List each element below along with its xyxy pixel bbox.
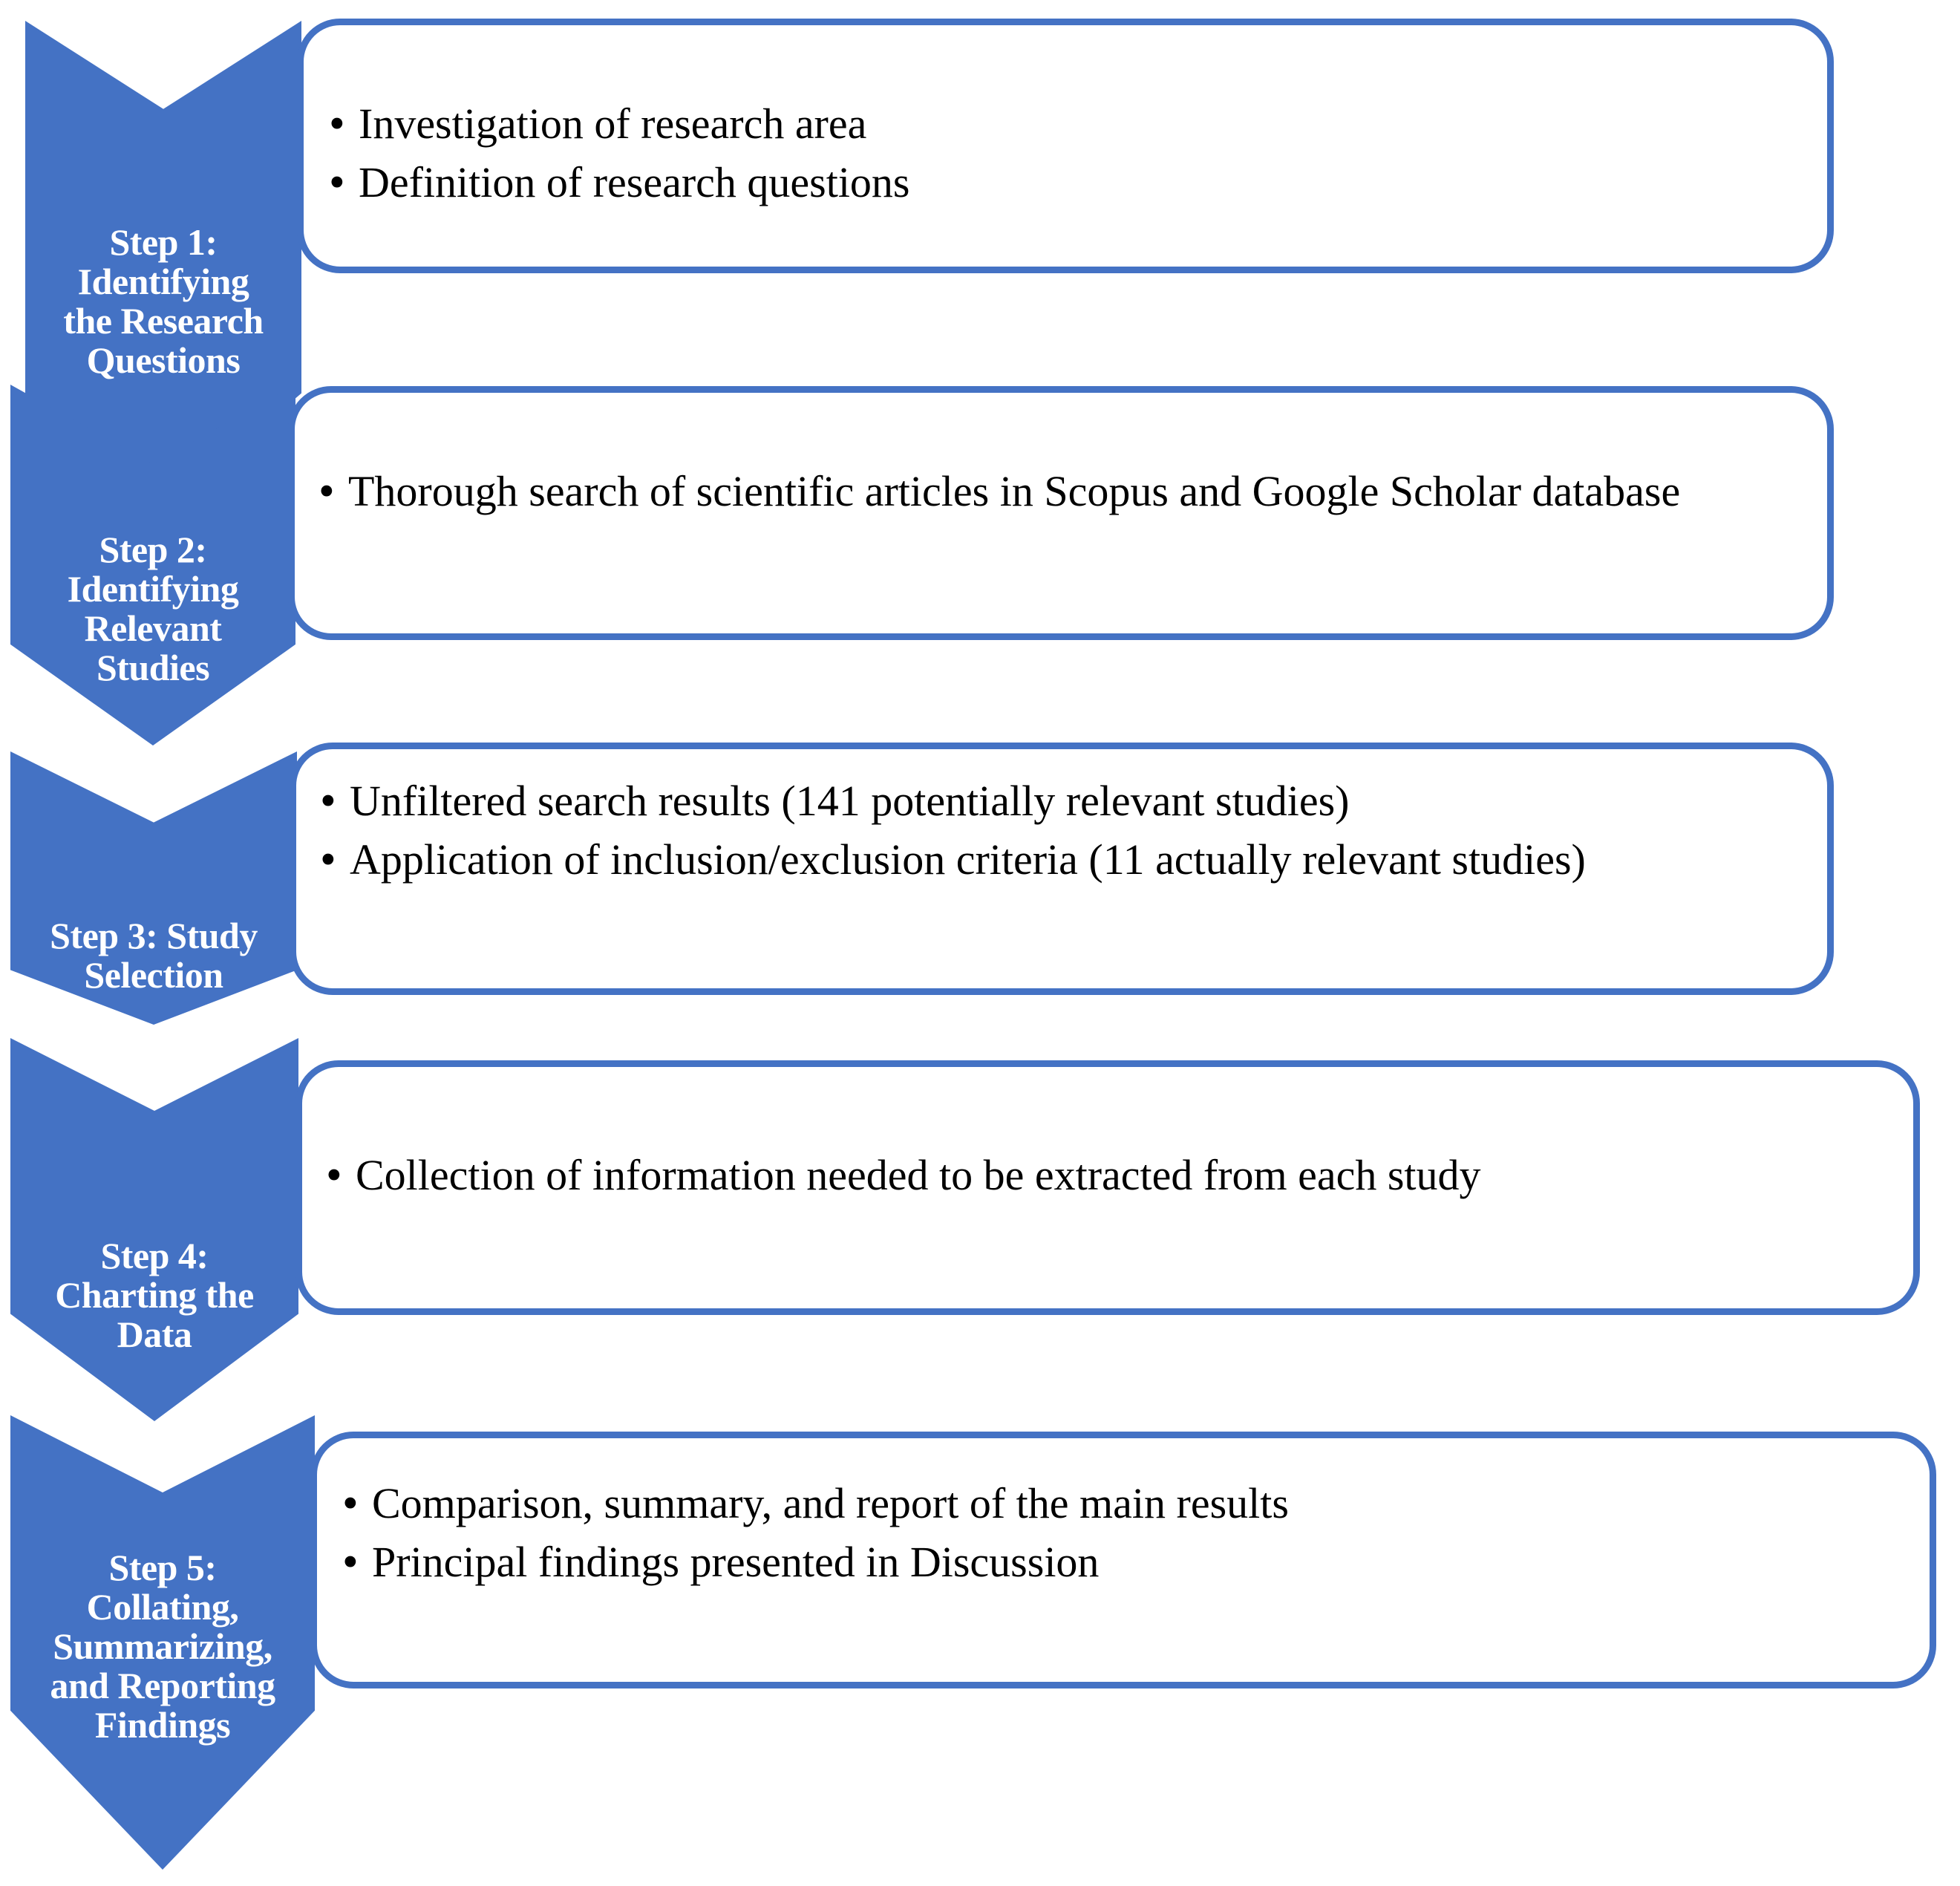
step-4-arrow-label: Step 4: Charting the Data (10, 1236, 298, 1421)
step-5-label-line-2: Collating, (86, 1586, 239, 1628)
list-item: Investigation of research area (327, 94, 1808, 154)
step-3-label-line-1: Step 3: Study (50, 915, 258, 956)
list-item: Collection of information needed to be e… (324, 1146, 1894, 1206)
step-2-bullet-list: Thorough search of scientific articles i… (317, 462, 1808, 522)
step-4-label-line-3: Data (117, 1314, 192, 1355)
step-3-content-box: Unfiltered search results (141 potential… (290, 743, 1834, 995)
step-5-arrow: Step 5: Collating, Summarizing, and Repo… (10, 1415, 315, 1870)
list-item: Comparison, summary, and report of the m… (341, 1474, 1910, 1534)
step-2-content-box: Thorough search of scientific articles i… (288, 386, 1834, 640)
list-item: Definition of research questions (327, 153, 1808, 213)
step-2-label-line-4: Studies (96, 647, 210, 688)
step-4-label-line-1: Step 4: (100, 1235, 209, 1276)
list-item: Unfiltered search results (141 potential… (318, 771, 1808, 832)
step-1-bullet-list: Investigation of research area Definitio… (327, 94, 1808, 213)
step-4-bullet-list: Collection of information needed to be e… (324, 1146, 1894, 1206)
step-5-label-line-5: Findings (94, 1704, 231, 1746)
step-5-label-line-1: Step 5: (108, 1547, 217, 1588)
list-item: Thorough search of scientific articles i… (317, 462, 1808, 522)
step-1-label-line-1: Step 1: (109, 221, 218, 263)
step-5-bullet-list: Comparison, summary, and report of the m… (341, 1474, 1910, 1593)
step-5-label-line-4: and Reporting (50, 1665, 275, 1706)
step-2-arrow-label: Step 2: Identifying Relevant Studies (10, 530, 295, 745)
step-1-label-line-3: the Research (63, 300, 264, 342)
step-3-arrow: Step 3: Study Selection (10, 751, 297, 1025)
step-3-arrow-label: Step 3: Study Selection (10, 916, 297, 1025)
list-item: Principal findings presented in Discussi… (341, 1533, 1910, 1593)
step-1-content-box: Investigation of research area Definitio… (297, 19, 1834, 273)
step-2-label-line-2: Identifying (67, 568, 239, 610)
step-2-label-line-3: Relevant (84, 607, 222, 649)
step-2-label-line-1: Step 2: (99, 529, 207, 570)
step-3-bullet-list: Unfiltered search results (141 potential… (318, 771, 1808, 890)
step-5-label-line-3: Summarizing, (53, 1625, 272, 1667)
step-3-label-line-2: Selection (84, 954, 223, 996)
step-4-label-line-2: Charting the (55, 1274, 254, 1316)
step-1-label-line-2: Identifying (77, 261, 249, 302)
step-4-content-box: Collection of information needed to be e… (295, 1060, 1920, 1315)
step-1-arrow-label: Step 1: Identifying the Research Questio… (25, 223, 301, 511)
step-1-label-line-4: Questions (86, 339, 241, 381)
step-5-content-box: Comparison, summary, and report of the m… (310, 1432, 1936, 1688)
list-item: Application of inclusion/exclusion crite… (318, 830, 1808, 890)
step-5-arrow-label: Step 5: Collating, Summarizing, and Repo… (10, 1548, 315, 1870)
step-4-arrow: Step 4: Charting the Data (10, 1038, 298, 1421)
